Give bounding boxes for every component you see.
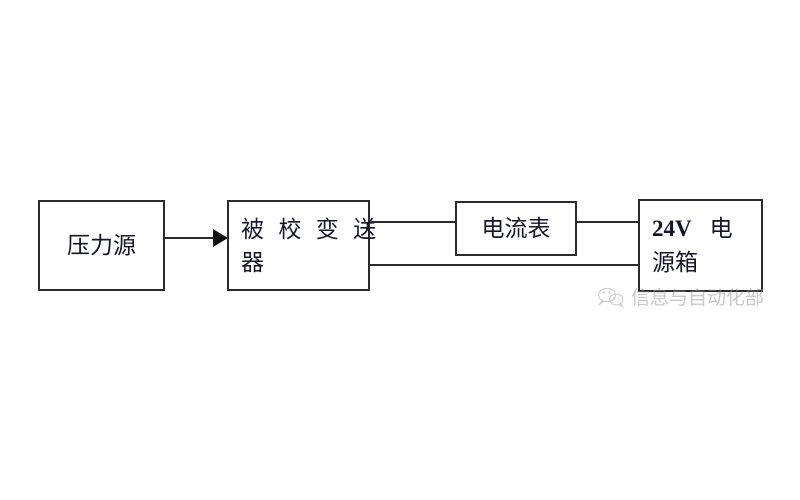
block-ammeter: 电流表 (455, 201, 577, 256)
block-transmitter-label-line1: 被 校 变 送 (241, 215, 381, 242)
block-power-supply-label-line1: 24V 电 (652, 212, 733, 246)
block-power-supply-voltage: 24V (652, 216, 692, 242)
connector-transmitter-to-ammeter (370, 221, 455, 223)
connector-transmitter-to-power-supply-return (370, 264, 638, 266)
block-power-supply: 24V 电 源箱 (638, 199, 763, 292)
connector-ammeter-to-power-supply (577, 221, 638, 223)
block-ammeter-label: 电流表 (481, 215, 551, 242)
arrow-head-icon (213, 229, 228, 247)
block-pressure-source: 压力源 (38, 200, 165, 291)
block-transmitter: 被 校 变 送 器 (227, 200, 376, 291)
block-transmitter-label-line2: 器 (241, 248, 264, 275)
block-power-supply-label-char: 电 (709, 215, 733, 242)
wechat-logo-icon (598, 287, 625, 308)
connector-source-to-transmitter (165, 237, 215, 239)
block-pressure-source-label: 压力源 (67, 232, 136, 259)
block-power-supply-label-line2: 源箱 (652, 249, 698, 275)
